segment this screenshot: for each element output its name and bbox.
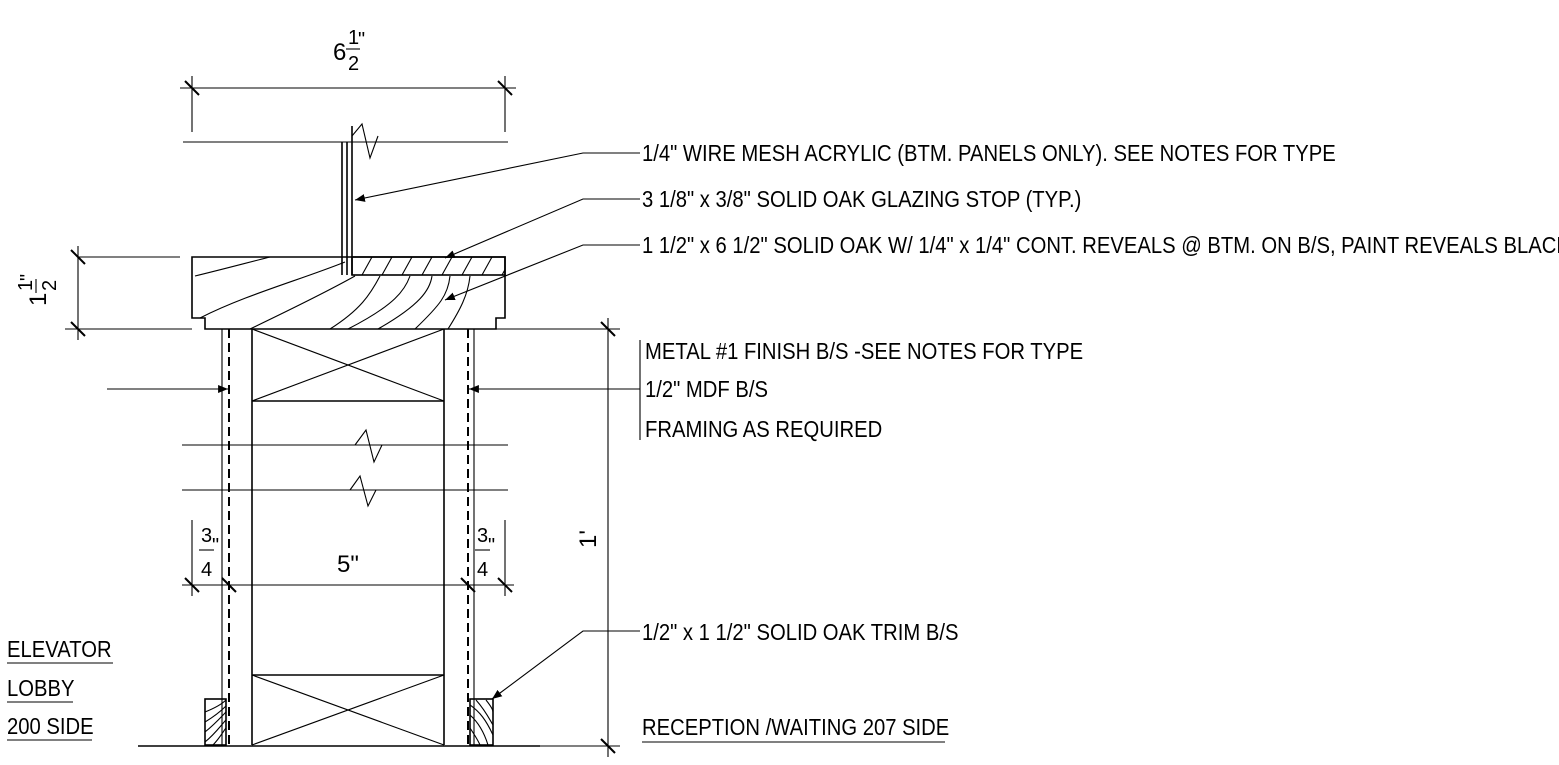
note-acrylic: 1/4" WIRE MESH ACRYLIC (BTM. PANELS ONLY… — [642, 140, 1336, 167]
left-reveal-mark: " — [212, 535, 219, 557]
cap-height-den: 2 — [39, 280, 61, 291]
top-width-den: 2 — [348, 53, 359, 75]
overall-height-dimension: 1' — [496, 318, 620, 757]
right-reveal-num: 3 — [477, 525, 488, 547]
wall-framing — [138, 328, 540, 747]
top-width-dimension: 6 1 2 " — [180, 27, 516, 132]
note-trim: 1/2" x 1 1/2" SOLID OAK TRIM B/S — [642, 619, 958, 646]
core-width-label: 5" — [337, 551, 359, 578]
note-mdf: 1/2" MDF B/S — [645, 376, 768, 403]
top-width-num: 1 — [348, 27, 359, 49]
glazing-stop — [351, 256, 506, 276]
left-reveal-den: 4 — [201, 559, 212, 581]
lobby-line-1: ELEVATOR — [7, 636, 112, 663]
notes: 1/4" WIRE MESH ACRYLIC (BTM. PANELS ONLY… — [642, 140, 1559, 743]
top-width-mark: " — [358, 29, 365, 51]
cap-height-num: 1 — [15, 280, 37, 291]
left-reveal-num: 3 — [201, 525, 212, 547]
acrylic-panel — [183, 122, 508, 275]
cap-height-dimension: 1 1 2 " — [15, 246, 192, 340]
right-reveal-mark: " — [488, 535, 495, 557]
note-solid-oak: 1 1/2" x 6 1/2" SOLID OAK W/ 1/4" x 1/4"… — [642, 232, 1559, 259]
lobby-line-3: 200 SIDE — [7, 713, 94, 740]
right-reveal-den: 4 — [477, 559, 488, 581]
note-metal-finish: METAL #1 FINISH B/S -SEE NOTES FOR TYPE — [645, 338, 1083, 365]
overall-height-label: 1' — [575, 530, 602, 548]
note-glazing-stop: 3 1/8" x 3/8" SOLID OAK GLAZING STOP (TY… — [642, 186, 1081, 213]
cap-height-whole: 1 — [25, 293, 52, 306]
top-width-whole: 6 — [333, 39, 346, 66]
cap-height-mark: " — [17, 274, 39, 281]
note-framing: FRAMING AS REQUIRED — [645, 416, 882, 443]
oak-trim — [204, 698, 494, 746]
oak-cap — [191, 256, 506, 330]
lobby-line-2: LOBBY — [7, 675, 74, 702]
note-reception-side: RECEPTION /WAITING 207 SIDE — [642, 714, 949, 741]
lobby-label: ELEVATOR LOBBY 200 SIDE — [7, 636, 113, 741]
reveal-dimensions: 3 4 " 5" 3 4 " — [182, 520, 514, 596]
leaders — [107, 152, 641, 700]
